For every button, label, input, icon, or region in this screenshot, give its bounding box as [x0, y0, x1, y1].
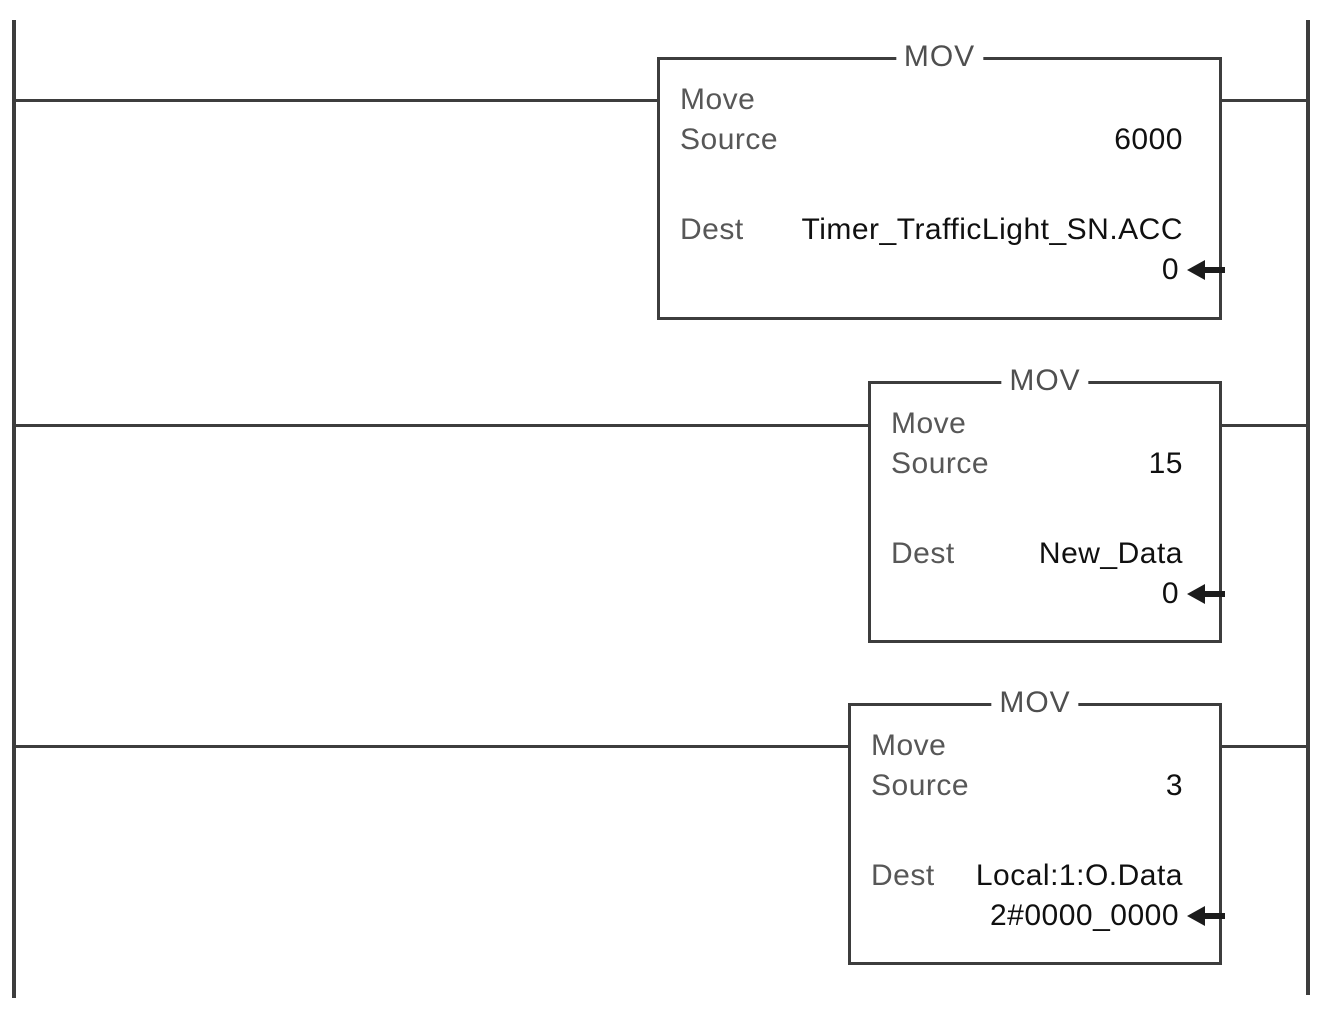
- value-change-arrow-icon: [1187, 584, 1225, 604]
- source-label: Source: [871, 769, 970, 802]
- mov-instruction-block-3[interactable]: MOV Move Source 3 Dest Local:1:O.Data 2#…: [848, 686, 1225, 965]
- dest-label: Dest: [871, 859, 935, 892]
- instruction-mnemonic[interactable]: MOV: [1001, 364, 1089, 398]
- dest-label: Dest: [680, 213, 744, 246]
- rung-3-right-wire: [1222, 745, 1306, 748]
- source-operand-value[interactable]: 6000: [1114, 123, 1183, 156]
- mov-instruction-block-1[interactable]: MOV Move Source 6000 Dest Timer_TrafficL…: [657, 40, 1225, 320]
- ladder-left-power-rail: [12, 20, 16, 998]
- rung-2-left-wire: [16, 424, 868, 427]
- dest-runtime-value: 0: [1161, 253, 1179, 286]
- instruction-name-label: Move: [871, 729, 947, 762]
- mov-instruction-block-2[interactable]: MOV Move Source 15 Dest New_Data 0: [868, 364, 1225, 643]
- rung-2-right-wire: [1222, 424, 1306, 427]
- rung-3-left-wire: [16, 745, 848, 748]
- dest-operand-tag[interactable]: Local:1:O.Data: [975, 859, 1183, 892]
- dest-runtime-value: 0: [1161, 577, 1179, 610]
- value-change-arrow-icon: [1187, 260, 1225, 280]
- instruction-name-label: Move: [680, 83, 756, 116]
- value-change-arrow-icon: [1187, 906, 1225, 926]
- source-label: Source: [891, 447, 990, 480]
- source-label: Source: [680, 123, 779, 156]
- instruction-mnemonic[interactable]: MOV: [895, 40, 984, 74]
- dest-label: Dest: [891, 537, 955, 570]
- instruction-mnemonic[interactable]: MOV: [991, 686, 1079, 720]
- source-operand-value[interactable]: 3: [1165, 769, 1183, 802]
- rung-1-left-wire: [16, 99, 657, 102]
- instruction-name-label: Move: [891, 407, 967, 440]
- dest-runtime-value: 2#0000_0000: [989, 899, 1179, 932]
- rung-1-right-wire: [1222, 99, 1306, 102]
- ladder-right-power-rail: [1306, 20, 1310, 995]
- dest-operand-tag[interactable]: Timer_TrafficLight_SN.ACC: [801, 213, 1183, 246]
- dest-operand-tag[interactable]: New_Data: [1038, 537, 1183, 570]
- source-operand-value[interactable]: 15: [1148, 447, 1183, 480]
